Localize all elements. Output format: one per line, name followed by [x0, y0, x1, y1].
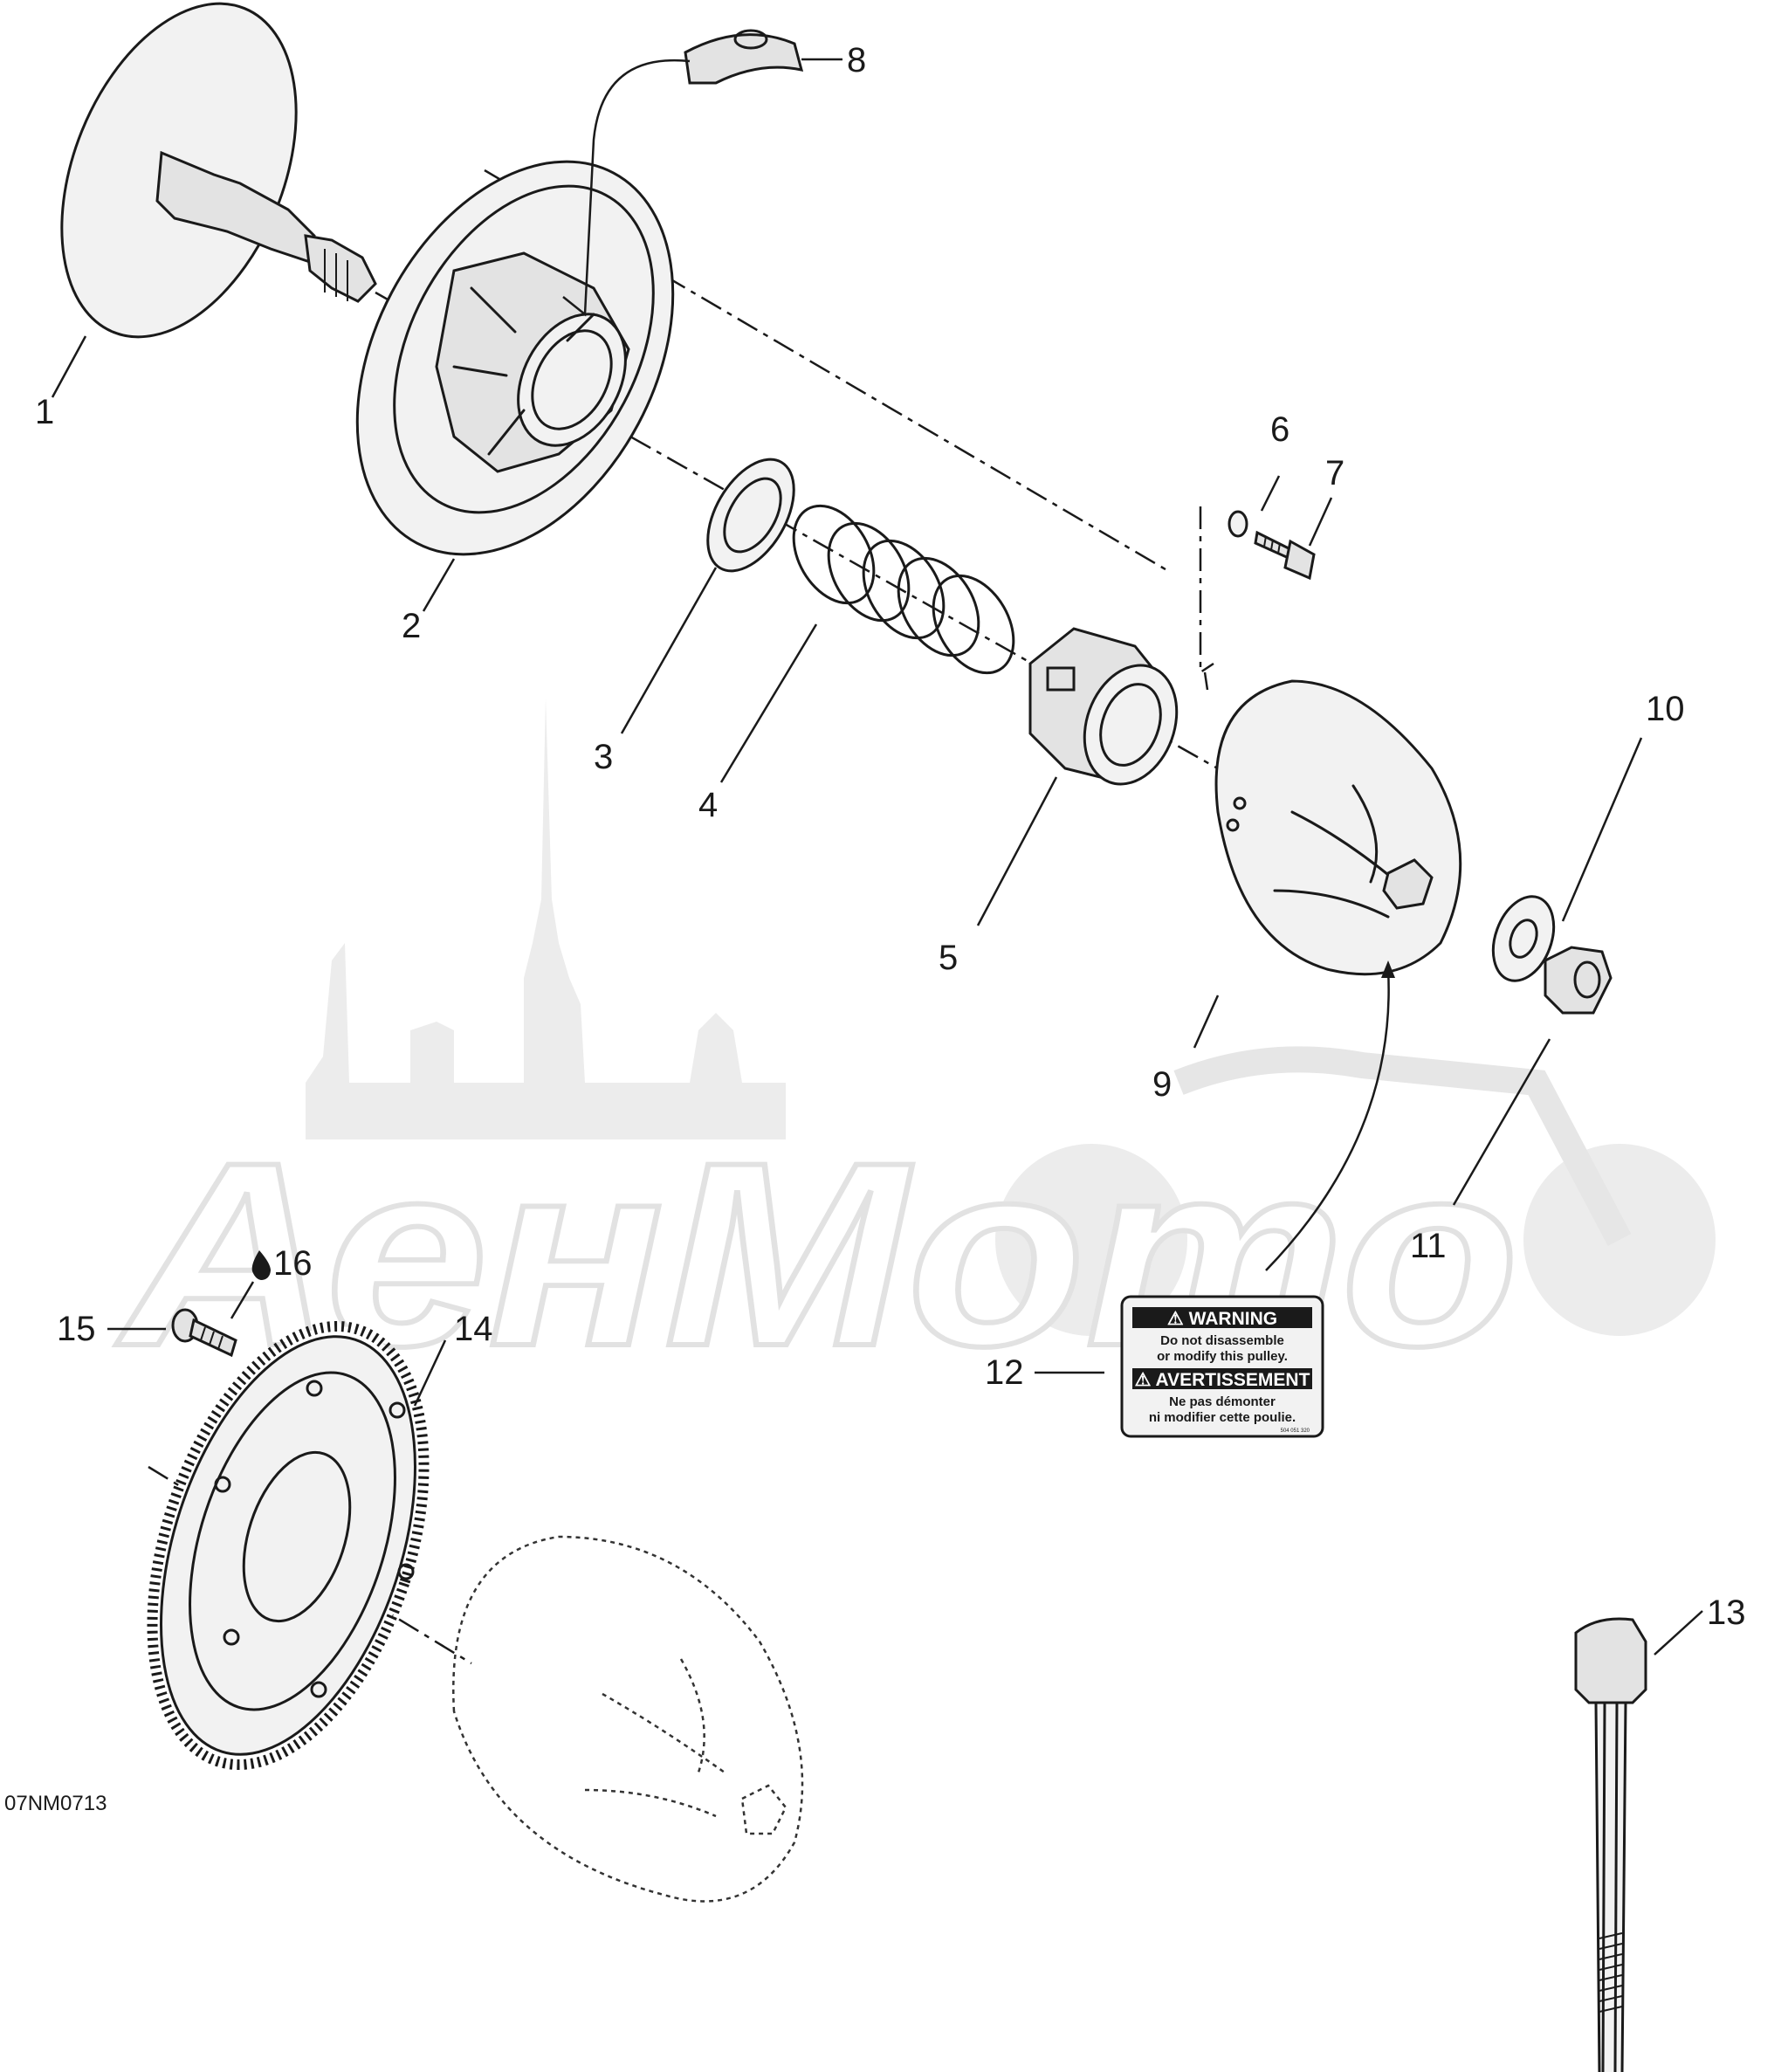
callout-9: 9 [1152, 1065, 1172, 1104]
callout-5: 5 [939, 939, 958, 977]
threadlocker-drop-icon [251, 1250, 271, 1280]
spring [792, 504, 1015, 675]
label-heading-fr: ⚠ AVERTISSEMENT [1135, 1370, 1310, 1390]
screw-with-threadlocker [171, 1250, 271, 1358]
callout-4: 4 [698, 786, 718, 824]
label-line2-en: or modify this pulley. [1157, 1349, 1288, 1364]
ghost-pulley-cover [452, 1535, 804, 1903]
callout-15: 15 [57, 1310, 96, 1348]
callout-7: 7 [1325, 454, 1344, 492]
long-bolt [1574, 1617, 1647, 2072]
label-heading-en: ⚠ WARNING [1167, 1309, 1277, 1329]
slider-shoe [562, 29, 804, 317]
spring-cup [1028, 627, 1179, 786]
callout-8: 8 [847, 41, 866, 79]
callout-2: 2 [402, 607, 421, 645]
movable-sheave [355, 160, 675, 556]
callout-11: 11 [1410, 1227, 1447, 1265]
callout-13: 13 [1707, 1594, 1746, 1632]
callout-numbers: 1 2 3 4 5 6 7 8 9 10 11 12 13 14 15 16 [35, 41, 1746, 1632]
pulley-cover [1214, 679, 1462, 976]
callout-3: 3 [594, 738, 613, 776]
callout-1: 1 [35, 393, 54, 431]
hex-nut [1544, 946, 1613, 1015]
spring-seat [706, 458, 795, 573]
watermark: АенМото [111, 699, 1716, 1403]
leader-lines [51, 58, 1703, 1656]
callout-16: 16 [273, 1244, 313, 1283]
callout-12: 12 [985, 1353, 1024, 1392]
label-line2-fr: ni modifier cette poulie. [1149, 1410, 1296, 1425]
label-part-number: 504 051 320 [1281, 1428, 1310, 1434]
washer-and-screw [1228, 510, 1316, 581]
flat-washer [1491, 895, 1556, 982]
callout-14: 14 [454, 1310, 493, 1348]
callout-10: 10 [1646, 690, 1685, 728]
fixed-sheave [60, 2, 377, 339]
label-line1-en: Do not disassemble [1160, 1333, 1284, 1348]
figure-code: 07NM0713 [4, 1792, 107, 1815]
warning-label: ⚠ WARNING Do not disassemble or modify t… [1120, 1295, 1324, 1438]
ring-gear [147, 1320, 430, 1771]
callout-6: 6 [1270, 410, 1289, 449]
label-line1-fr: Ne pas démonter [1169, 1394, 1276, 1409]
